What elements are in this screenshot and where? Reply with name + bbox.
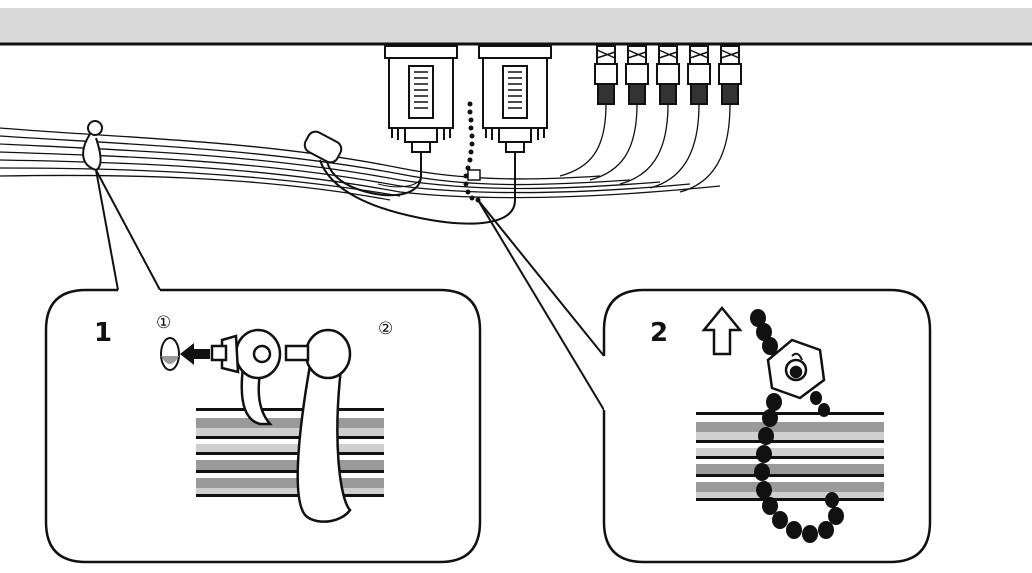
left-arrow-icon — [180, 343, 210, 365]
vga-connector-left — [384, 45, 458, 153]
clamp-pin — [210, 328, 282, 380]
step-1-marker: ① — [156, 313, 171, 333]
callout-panel-1: 1 ① ② — [44, 288, 482, 564]
device-rear-panel — [0, 8, 1032, 46]
vga-connector-right — [478, 45, 552, 153]
bnc-connectors — [594, 45, 742, 105]
cable-clamp-icon — [82, 120, 103, 172]
step-2-marker: ② — [378, 319, 393, 339]
mounting-hole-icon — [160, 337, 180, 371]
up-arrow-icon — [701, 306, 743, 356]
callout-panel-2: 2 — [602, 288, 932, 564]
cable-stack-1 — [196, 408, 384, 497]
bead-tie-icon — [463, 101, 481, 203]
callout-pointer-1b — [95, 169, 161, 291]
callout-pointer-2b — [477, 199, 605, 411]
bead-tie-lock — [766, 338, 826, 400]
callout-pointer-1a — [95, 169, 119, 291]
cable-stack-2 — [696, 412, 884, 501]
callout-2-number: 2 — [650, 318, 668, 348]
callout-pointer-2a — [477, 199, 605, 357]
callout-1-number: 1 — [94, 318, 112, 348]
cable-bundle — [0, 103, 731, 225]
